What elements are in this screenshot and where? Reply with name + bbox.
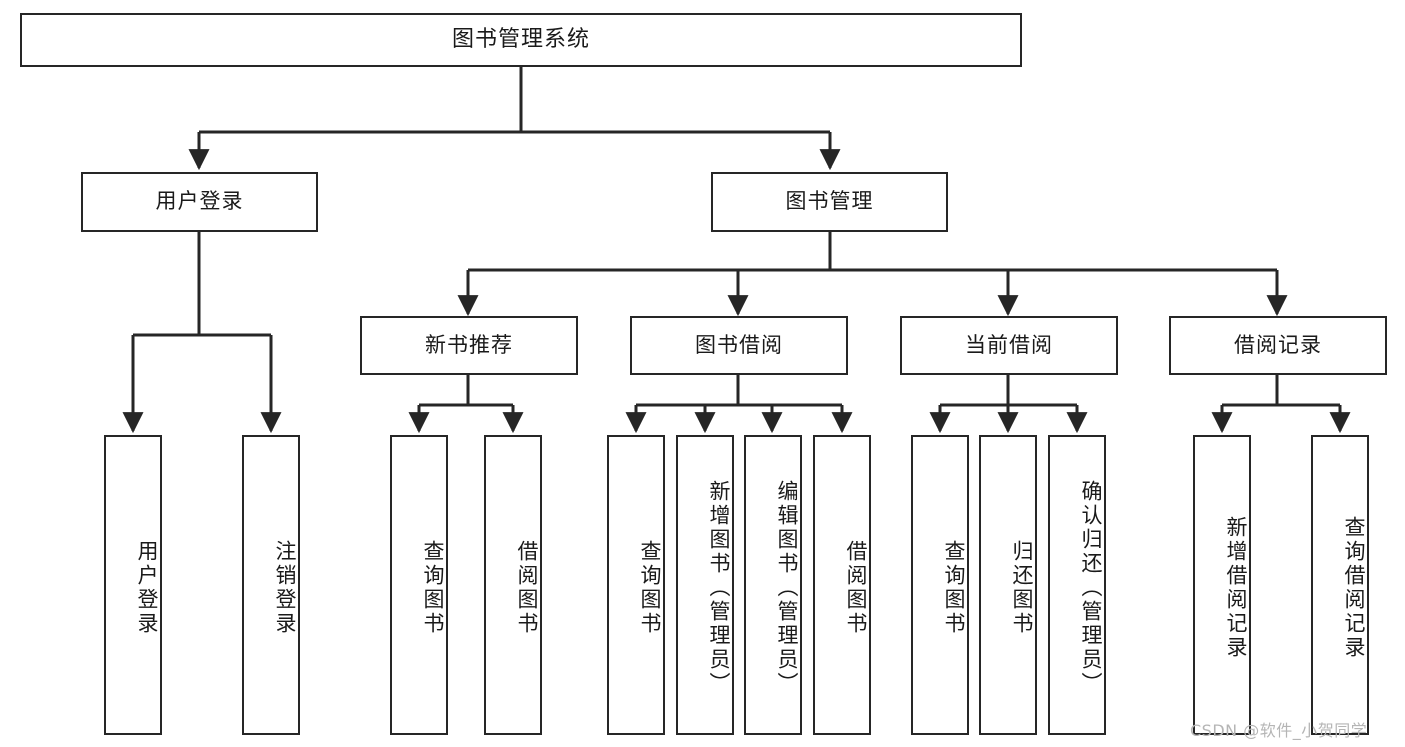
leaf-user-login-label: 用户登录 — [135, 540, 159, 636]
leaf-user-login[interactable]: 用户登录 — [104, 435, 162, 735]
leaf-borrow-book-2-label: 借阅图书 — [844, 540, 868, 636]
leaf-query-book-3[interactable]: 查询图书 — [911, 435, 969, 735]
csdn-watermark: CSDN @软件_小贺同学 — [1190, 721, 1368, 740]
node-user-login-label: 用户登录 — [155, 189, 244, 214]
node-new-book-rec[interactable]: 新书推荐 — [360, 316, 578, 375]
leaf-return-book[interactable]: 归还图书 — [979, 435, 1037, 735]
leaf-query-borrow-record-label: 查询借阅记录 — [1342, 516, 1366, 660]
leaf-borrow-book-2[interactable]: 借阅图书 — [813, 435, 871, 735]
node-user-login[interactable]: 用户登录 — [81, 172, 318, 232]
leaf-user-logout-label: 注销登录 — [273, 540, 297, 636]
leaf-add-book-admin-label: 新增图书（管理员） — [707, 480, 731, 696]
leaf-add-borrow-record[interactable]: 新增借阅记录 — [1193, 435, 1251, 735]
leaf-user-logout[interactable]: 注销登录 — [242, 435, 300, 735]
leaf-confirm-return-admin[interactable]: 确认归还（管理员） — [1048, 435, 1106, 735]
node-borrow-record-label: 借阅记录 — [1234, 332, 1322, 357]
leaf-return-book-label: 归还图书 — [1010, 540, 1034, 636]
leaf-add-book-admin[interactable]: 新增图书（管理员） — [676, 435, 734, 735]
node-book-manage[interactable]: 图书管理 — [711, 172, 948, 232]
leaf-edit-book-admin[interactable]: 编辑图书（管理员） — [744, 435, 802, 735]
leaf-query-book-2[interactable]: 查询图书 — [607, 435, 665, 735]
leaf-borrow-book-1[interactable]: 借阅图书 — [484, 435, 542, 735]
node-current-borrow[interactable]: 当前借阅 — [900, 316, 1118, 375]
leaf-query-borrow-record[interactable]: 查询借阅记录 — [1311, 435, 1369, 735]
node-borrow-record[interactable]: 借阅记录 — [1169, 316, 1387, 375]
leaf-query-book-3-label: 查询图书 — [942, 540, 966, 636]
leaf-query-book-2-label: 查询图书 — [638, 540, 662, 636]
node-current-borrow-label: 当前借阅 — [965, 332, 1053, 357]
node-root-label: 图书管理系统 — [451, 26, 590, 52]
leaf-query-book-1-label: 查询图书 — [421, 540, 445, 636]
node-root[interactable]: 图书管理系统 — [20, 13, 1022, 67]
leaf-add-borrow-record-label: 新增借阅记录 — [1224, 516, 1248, 660]
leaf-edit-book-admin-label: 编辑图书（管理员） — [775, 480, 799, 696]
node-new-book-rec-label: 新书推荐 — [425, 332, 513, 357]
node-book-borrow-label: 图书借阅 — [695, 332, 783, 357]
node-book-manage-label: 图书管理 — [785, 189, 874, 214]
node-book-borrow[interactable]: 图书借阅 — [630, 316, 848, 375]
leaf-borrow-book-1-label: 借阅图书 — [515, 540, 539, 636]
leaf-confirm-return-admin-label: 确认归还（管理员） — [1079, 480, 1103, 696]
leaf-query-book-1[interactable]: 查询图书 — [390, 435, 448, 735]
